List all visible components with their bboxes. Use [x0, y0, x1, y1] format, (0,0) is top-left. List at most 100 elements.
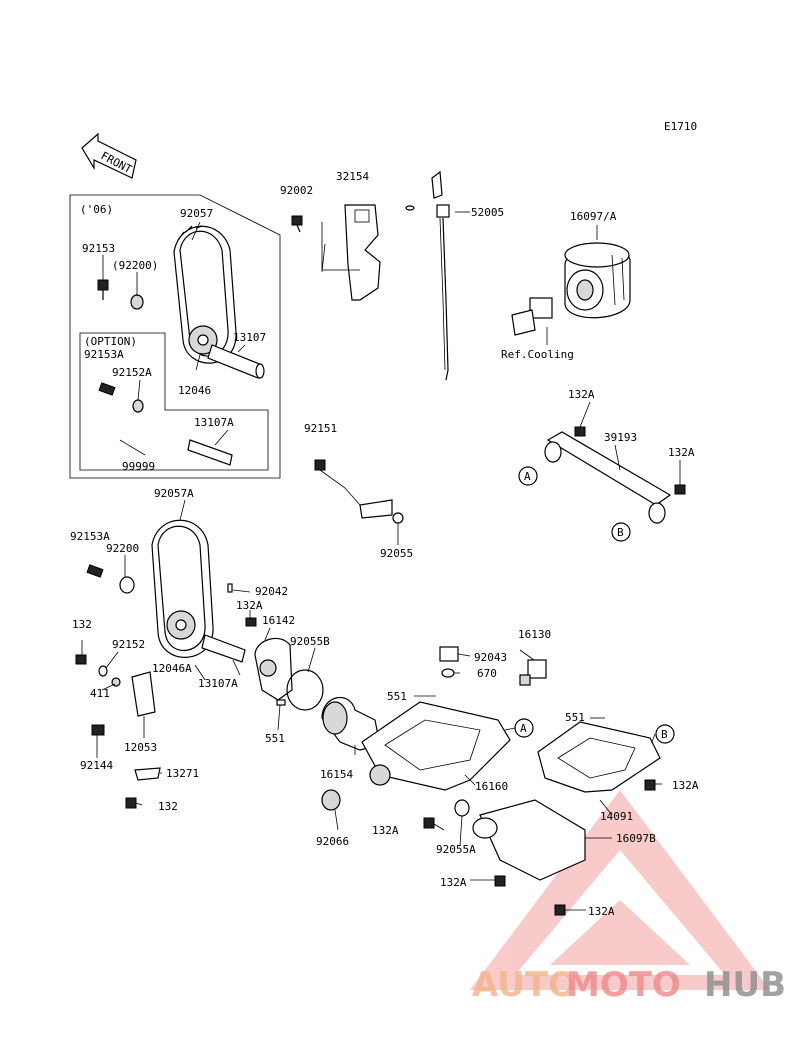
bolt-132A-top: [574, 426, 586, 437]
label-92057A: 92057A: [154, 487, 194, 500]
label-16130: 16130: [518, 628, 551, 641]
label-13271: 13271: [166, 767, 199, 780]
part-labels: ('06) 92057 92153 (92200) 13107 (OPTION)…: [70, 170, 699, 918]
label-12046A: 12046A: [152, 662, 192, 675]
label-92055B: 92055B: [290, 635, 330, 648]
label-92200p: (92200): [112, 259, 158, 272]
sprocket-12046A: [166, 610, 196, 640]
label-52005: 52005: [471, 206, 504, 219]
label-92043: 92043: [474, 651, 507, 664]
bolt-132A-pump: [245, 617, 257, 627]
cam-chain-92057A: [151, 519, 214, 658]
label-92066: 92066: [316, 835, 349, 848]
tensioner-12053: [131, 671, 156, 717]
label-92042: 92042: [255, 585, 288, 598]
label-132A-c: 132A: [236, 599, 263, 612]
label-132: 132: [72, 618, 92, 631]
label-411: 411: [90, 687, 110, 700]
oil-filter-16097A: [564, 242, 631, 319]
callout-b-bottom: B: [655, 724, 675, 744]
sprocket-12046: [188, 325, 218, 355]
label-92055A: 92055A: [436, 843, 476, 856]
label-32154: 32154: [336, 170, 369, 183]
switch-16130: [519, 659, 547, 686]
label-16142: 16142: [262, 614, 295, 627]
label-670: 670: [477, 667, 497, 680]
bolt-92002: [291, 215, 303, 233]
plate-13271: [134, 767, 161, 781]
label-99999: 99999: [122, 460, 155, 473]
washer-92200: [119, 576, 135, 594]
option-box: [69, 194, 281, 479]
label-92200: 92200: [106, 542, 139, 555]
label-92057: 92057: [180, 207, 213, 220]
bolt-132-bottom: [125, 797, 137, 809]
label-14091: 14091: [600, 810, 633, 823]
leader-lines: [81, 211, 681, 911]
svg-text:B: B: [661, 728, 668, 741]
diagram-code: E1710: [664, 120, 697, 133]
svg-text:A: A: [524, 470, 531, 483]
label-92152: 92152: [112, 638, 145, 651]
label-132A-e: 132A: [372, 824, 399, 837]
cover-14091: [537, 721, 661, 793]
oring-92055: [392, 512, 404, 524]
washer-411: [111, 677, 121, 687]
svg-text:A: A: [520, 722, 527, 735]
label-16154: 16154: [320, 768, 353, 781]
front-arrow-icon: FRONT: [81, 132, 137, 179]
watermark-logo: [470, 790, 770, 990]
label-92151: 92151: [304, 422, 337, 435]
bolts-lower: [423, 779, 656, 916]
oil-pipe-92151: [359, 205, 415, 519]
bolt-92153A-opt: [98, 382, 116, 396]
label-option: (OPTION): [84, 335, 137, 348]
fitting-ref-cooling: [511, 297, 553, 336]
shaft-13107A: [201, 634, 246, 663]
oring-92055A: [454, 799, 470, 817]
label-551-b: 551: [387, 690, 407, 703]
bolt-92151: [314, 459, 326, 471]
bolt-92153: [97, 279, 109, 300]
label-551-a: 551: [265, 732, 285, 745]
svg-text:HUB: HUB: [704, 965, 786, 1005]
label-16097B: 16097B: [616, 832, 656, 845]
label-132A-d: 132A: [672, 779, 699, 792]
svg-text:B: B: [617, 526, 624, 539]
label-92153A-opt: 92153A: [84, 348, 124, 361]
bolt-92144: [91, 724, 105, 736]
bolt-92153A: [86, 564, 104, 578]
label-92144: 92144: [80, 759, 113, 772]
label-13107: 13107: [233, 331, 266, 344]
label-132A-b: 132A: [668, 446, 695, 459]
label-551-c: 551: [565, 711, 585, 724]
label-13107A-opt: 13107A: [194, 416, 234, 429]
callout-b-top: B: [611, 522, 631, 542]
bracket-32154: [344, 204, 381, 301]
oil-pipe-39193: [544, 431, 672, 524]
label-13107A: 13107A: [198, 677, 238, 690]
label-year: ('06): [80, 203, 113, 216]
label-92152A: 92152A: [112, 366, 152, 379]
pin-551-pump: [276, 699, 286, 706]
svg-text:AUTO: AUTO: [472, 965, 577, 1005]
bolt-132-left: [75, 654, 87, 665]
label-92153A: 92153A: [70, 530, 110, 543]
label-39193: 39193: [604, 431, 637, 444]
dipstick-52005: [431, 170, 450, 381]
callout-a-bottom: A: [514, 718, 534, 738]
washer-92152A: [132, 399, 144, 413]
oring-92055B: [286, 669, 324, 711]
collar-92043: [439, 646, 459, 662]
seal-92066: [321, 789, 341, 811]
svg-text:MOTO: MOTO: [566, 965, 681, 1005]
label-16160: 16160: [475, 780, 508, 793]
label-16097A: 16097/A: [570, 210, 617, 223]
pump-body-16160: [361, 701, 511, 791]
bolt-132A-right: [674, 484, 686, 495]
label-132A-a: 132A: [568, 388, 595, 401]
label-ref-cooling: Ref.Cooling: [501, 348, 574, 361]
washer-92152: [98, 665, 108, 677]
